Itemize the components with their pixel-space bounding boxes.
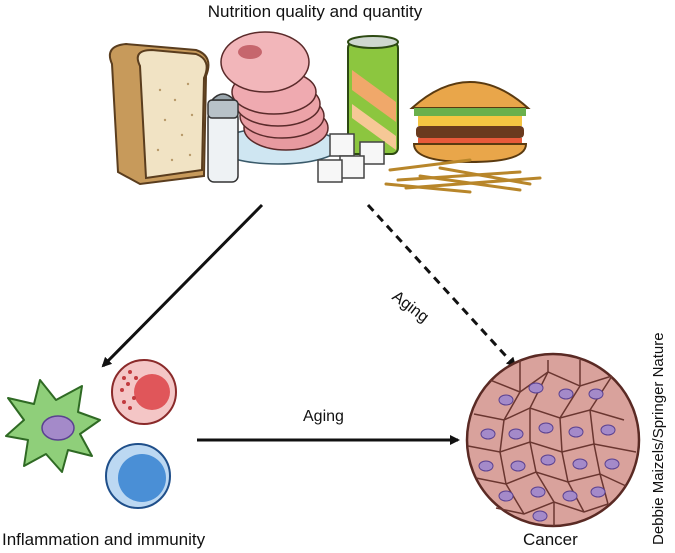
nutrition-to-cancer-arrow bbox=[366, 203, 517, 368]
cancer-label: Cancer bbox=[523, 530, 578, 549]
lymphocyte-icon bbox=[105, 443, 171, 509]
nutrition-to-immunity-arrow bbox=[101, 203, 264, 368]
soda-can-icon bbox=[347, 35, 399, 155]
tumor-icon bbox=[465, 352, 641, 528]
inflammation-immunity-label: Inflammation and immunity bbox=[2, 530, 206, 549]
granulocyte-icon bbox=[111, 359, 177, 425]
diagram-title: Nutrition quality and quantity bbox=[207, 2, 423, 21]
aging-label-horizontal: Aging bbox=[303, 408, 344, 425]
bread-icon bbox=[108, 42, 210, 186]
sugar-cubes-icon bbox=[317, 133, 385, 183]
fries-icon bbox=[384, 158, 542, 194]
burger-icon bbox=[409, 81, 531, 164]
salt-shaker-icon bbox=[207, 93, 239, 183]
macrophage-icon bbox=[5, 379, 101, 473]
image-credit: Debbie Maizels/Springer Nature bbox=[650, 332, 667, 545]
